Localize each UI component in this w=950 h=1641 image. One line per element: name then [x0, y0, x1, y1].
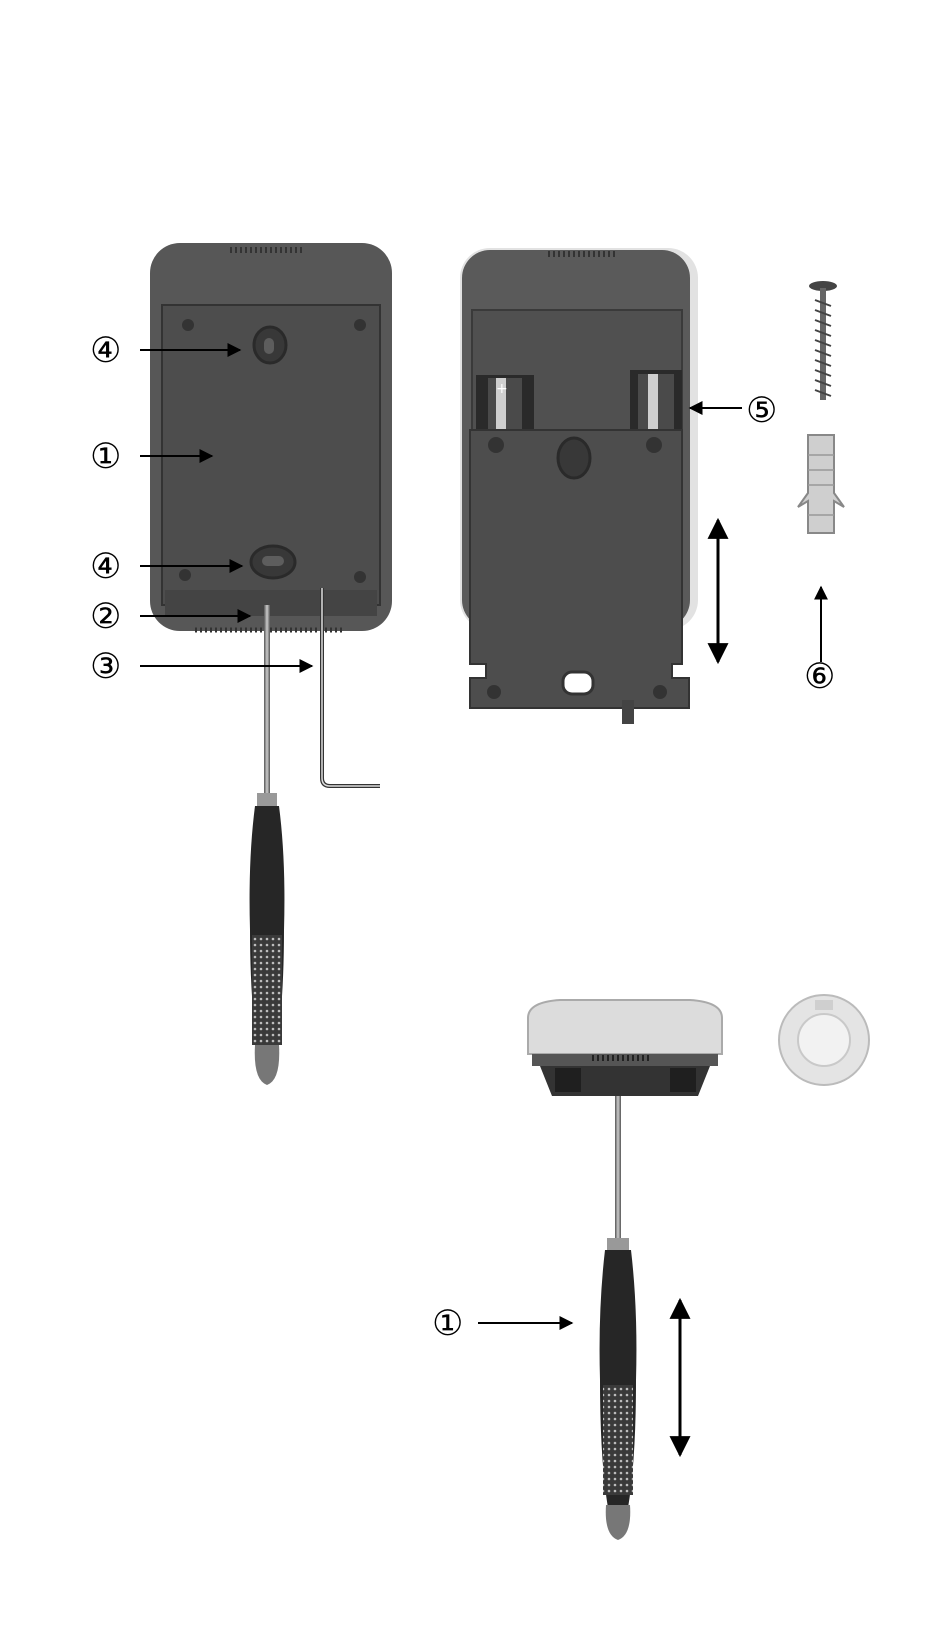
- callout-label-4-bottom: ④: [90, 547, 121, 587]
- device-with-mounting-plate: +: [460, 248, 718, 724]
- callout-label-3: ③: [90, 647, 121, 687]
- plate-keyhole: [558, 438, 590, 478]
- callouts-bottom: ①: [432, 1300, 680, 1455]
- wall-screw: [809, 281, 837, 400]
- screwdriver-shaft: [264, 605, 270, 803]
- svg-text:+: +: [496, 381, 508, 397]
- battery-right: [630, 370, 682, 435]
- callout-label-1-bottom: ①: [432, 1304, 463, 1344]
- plate-slot: [563, 672, 593, 694]
- callout-label-5: ⑤: [746, 391, 777, 431]
- screwdriver-bottom: [600, 1096, 637, 1540]
- callout-label-1: ①: [90, 437, 121, 477]
- screwdriver-left: [250, 793, 285, 1085]
- callout-label-6: ⑥: [804, 657, 835, 697]
- wall-plug: [798, 435, 844, 533]
- callout-label-4-top: ④: [90, 331, 121, 371]
- callout-label-2: ②: [90, 597, 121, 637]
- battery-left: +: [476, 375, 534, 435]
- device-back-view: [150, 243, 392, 1085]
- round-sensor-base: [779, 995, 869, 1085]
- round-sensor-side-view: [528, 1000, 722, 1096]
